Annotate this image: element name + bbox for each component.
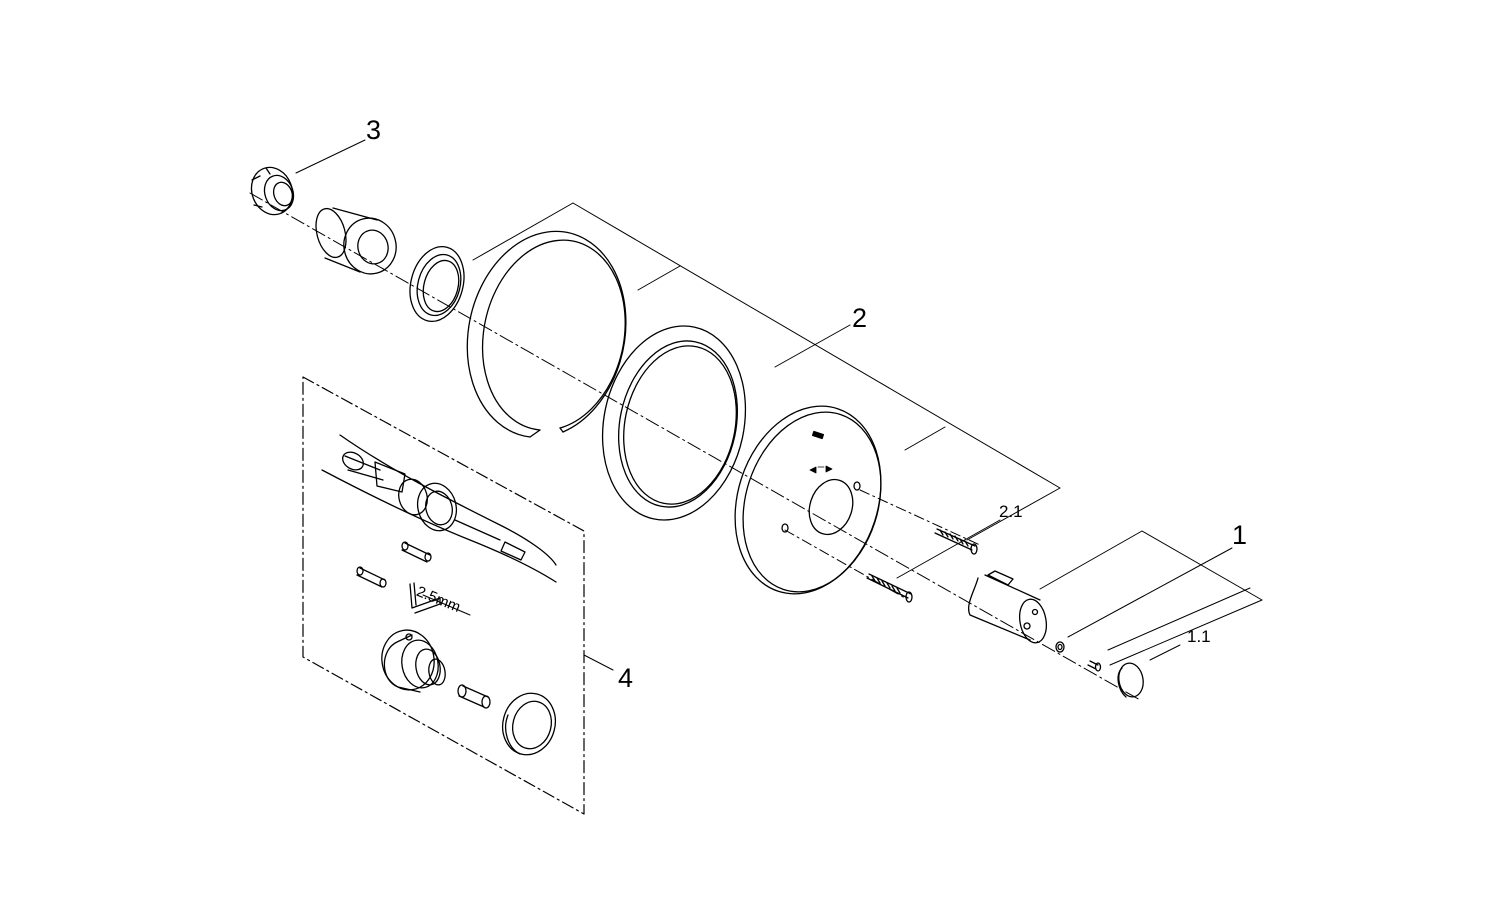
- callout-1: 1: [1232, 520, 1248, 550]
- cartridge-frame: [302, 376, 585, 815]
- hex-key: [409, 582, 441, 614]
- adapter-ring: [409, 246, 465, 322]
- cartridge-assembly: [321, 434, 557, 588]
- cover-plate: [734, 405, 882, 595]
- callout-2-1: 2.1: [999, 502, 1023, 521]
- rosette-seal: [601, 325, 747, 521]
- split-ring: [466, 230, 627, 438]
- assembly-axis: [249, 192, 1141, 701]
- small-parts: [1055, 641, 1144, 698]
- cartridge-ring: [501, 692, 557, 756]
- screws: [866, 528, 978, 603]
- cartridge-body: [381, 629, 446, 693]
- adapter-sleeve: [315, 207, 397, 275]
- leader-lines: [295, 139, 1263, 671]
- cartridge-pin: [457, 684, 491, 709]
- callout-2: 2: [852, 303, 868, 333]
- handle: [968, 570, 1048, 644]
- callout-3: 3: [366, 115, 382, 145]
- adapter-nut: [250, 166, 295, 216]
- callout-4: 4: [618, 663, 634, 693]
- callout-1-1: 1.1: [1187, 627, 1211, 646]
